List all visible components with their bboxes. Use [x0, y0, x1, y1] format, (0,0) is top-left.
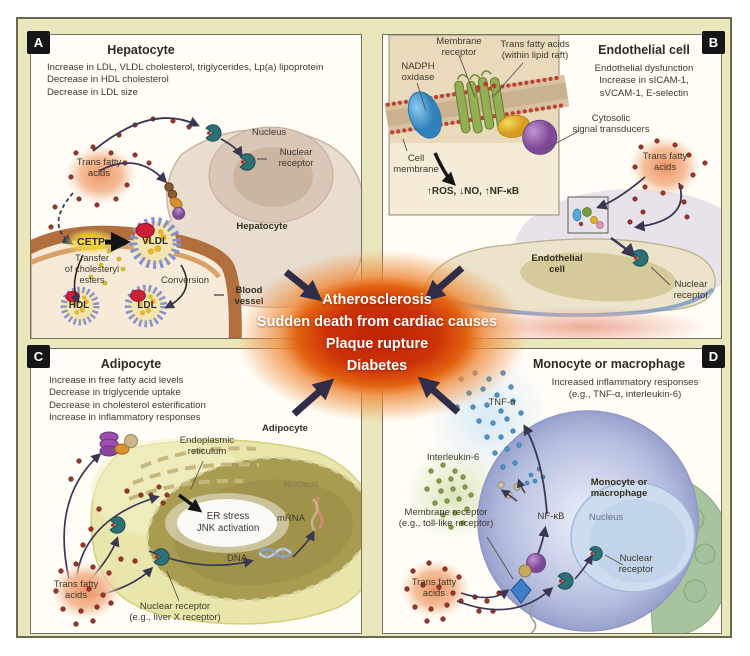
- label-nadph-oxidase: NADPH oxidase: [401, 61, 435, 84]
- trans-fatty-acids-cloud: [55, 137, 147, 213]
- label-membrane-receptor-tlr: Membrane receptor (e.g., toll-like recep…: [398, 507, 494, 530]
- interleukin6-dots: [424, 462, 474, 530]
- label-adipocyte-cell: Adipocyte: [262, 423, 308, 434]
- conversion-arrows: [70, 254, 188, 309]
- cholesteryl-ester-dots: [88, 248, 126, 286]
- panel-a-description: Increase in LDL, VLDL cholesterol, trigl…: [47, 62, 324, 98]
- nfkb-arrows: [523, 424, 550, 555]
- signal-transducer-purple: [522, 119, 558, 155]
- trans-fatty-acid-dots: [48, 116, 192, 244]
- panel-d-badge: D: [702, 345, 725, 368]
- signal-transducer-purple: [526, 553, 546, 573]
- membrane-receptor-complex: [164, 182, 186, 220]
- panel-b-description: Endothelial dysfunction Increase in sICA…: [594, 63, 694, 99]
- cetp-glow: [64, 229, 118, 255]
- label-trans-fatty-acids: Trans fatty acids: [76, 157, 122, 180]
- endoplasmic-reticulum: [128, 446, 260, 501]
- outcome-atherosclerosis: Atherosclerosis: [322, 292, 432, 308]
- panel-b-badge: B: [702, 31, 725, 54]
- mrna-icon: [310, 496, 324, 532]
- endothelial-illustration: [384, 35, 721, 338]
- label-membrane-receptor: Membrane receptor: [436, 36, 482, 59]
- lipid-bilayer: [384, 70, 570, 155]
- uptake-arrows: [57, 116, 243, 245]
- label-endothelial-cell: Endothelial cell: [531, 253, 583, 276]
- panel-a-title: Hepatocyte: [107, 43, 175, 57]
- label-trans-fatty-acids: Trans fatty acids: [53, 579, 99, 602]
- nuclear-receptor-icon: [109, 516, 126, 534]
- label-nuclear-receptor: Nuclear receptor: [673, 279, 709, 302]
- uptake-arrows: [456, 586, 554, 611]
- label-vldl: VLDL: [141, 236, 169, 247]
- nuclear-receptor-icon: [557, 572, 574, 590]
- outcome-plaque-rupture: Plaque rupture: [325, 336, 429, 352]
- nuclear-receptor-icon: [153, 548, 170, 566]
- label-monocyte-cell: Monocyte or macrophage: [590, 477, 648, 500]
- label-nuclear-receptor-lxr: Nuclear receptor (e.g., liver X receptor…: [129, 601, 221, 624]
- label-nuclear-receptor: Nuclear receptor: [618, 553, 654, 576]
- panel-d-title: Monocyte or macrophage: [532, 357, 686, 371]
- toll-like-receptor-icon: [510, 578, 532, 604]
- panel-c-badge: C: [27, 345, 50, 368]
- label-nfkb: NF-κB: [537, 511, 565, 522]
- trans-fatty-acid-dots: [627, 138, 708, 225]
- label-interleukin-6: Interleukin-6: [426, 452, 480, 463]
- dna-icon: [258, 547, 292, 559]
- panel-c-title: Adipocyte: [100, 357, 162, 371]
- label-trans-fatty-acids: Trans fatty acids: [642, 151, 688, 174]
- label-nucleus: Nucleus: [283, 479, 319, 490]
- signal-transducer-tan: [518, 564, 532, 578]
- label-er-stress-jnk: ER stress JNK activation: [196, 511, 260, 534]
- label-endoplasmic-reticulum: Endoplasmic reticulum: [179, 435, 235, 458]
- panel-a-badge: A: [27, 31, 50, 54]
- er-stress-arrow: [177, 493, 203, 513]
- label-ros-no-nfkb: ↑ROS, ↓NO, ↑NF-κB: [426, 186, 520, 197]
- receptor-fragment-box: [567, 196, 609, 234]
- label-cetp: CETP: [76, 236, 105, 248]
- label-nuclear-receptor: Nuclear receptor: [278, 147, 314, 170]
- nadph-oxidase-icon: [407, 91, 442, 139]
- label-cytosolic-transducers: Cytosolic signal transducers: [572, 113, 650, 136]
- label-nucleus: Nucleus: [588, 512, 624, 523]
- nuclear-receptor-icon: [589, 546, 603, 561]
- label-conversion: Conversion: [160, 275, 210, 286]
- label-transfer-esters: Transfer of cholesteryl esters: [64, 253, 120, 285]
- label-hepatocyte-cell: Hepatocyte: [236, 221, 288, 232]
- nuclear-receptor-icon: [205, 124, 222, 142]
- label-hdl: HDL: [68, 300, 90, 311]
- central-outcomes: Atherosclerosis Sudden death from cardia…: [235, 289, 519, 377]
- pointer-lines: [402, 54, 580, 152]
- membrane-receptor-complex: [99, 431, 138, 457]
- outcome-diabetes: Diabetes: [346, 358, 408, 374]
- label-mrna: mRNA: [277, 513, 305, 524]
- label-cell-membrane: Cell membrane: [393, 153, 439, 176]
- label-dna: DNA: [226, 553, 248, 564]
- panel-c-description: Increase in free fatty acid levels Decre…: [49, 375, 206, 424]
- panel-d-description: Increased inflammatory responses (e.g., …: [551, 377, 699, 401]
- label-ldl: LDL: [137, 300, 157, 311]
- ros-arrow: [433, 152, 456, 186]
- trans-fatty-acid-dots: [53, 458, 144, 627]
- panel-b-title: Endothelial cell: [598, 43, 690, 57]
- label-tfa-lipid-raft: Trans fatty acids (within lipid raft): [500, 39, 570, 62]
- panel-monocyte-macrophage: D Monocyte or macrophage Increased infla…: [382, 345, 725, 634]
- panel-endothelial-cell: B Endothelial cell Endothelial dysfuncti…: [382, 31, 725, 339]
- entry-arrows: [595, 176, 683, 259]
- label-nucleus: Nucleus: [251, 127, 287, 138]
- nuclear-receptor-icon: [632, 249, 649, 267]
- nuclear-receptor-icon: [239, 153, 256, 171]
- outcome-sudden-death: Sudden death from cardiac causes: [256, 314, 498, 330]
- adipocyte-illustration: [41, 431, 361, 628]
- label-trans-fatty-acids: Trans fatty acids: [411, 577, 457, 600]
